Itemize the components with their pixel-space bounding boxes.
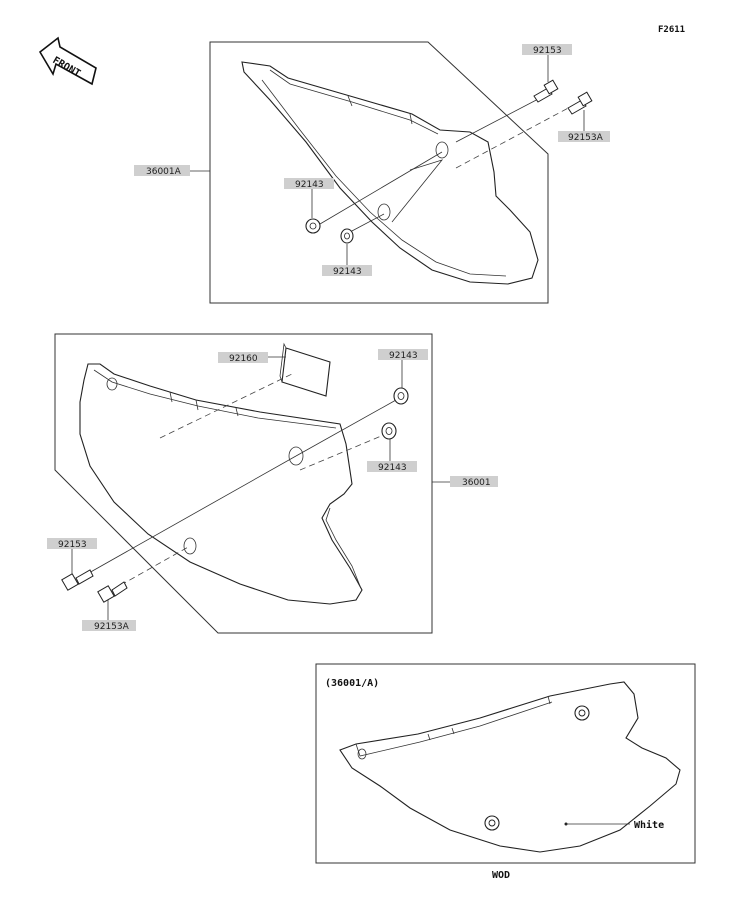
callout-92160: 92160 — [218, 352, 286, 364]
callout-36001a: 36001A — [134, 165, 210, 177]
svg-text:92143: 92143 — [389, 351, 418, 361]
front-arrow-icon: FRONT — [38, 36, 97, 86]
callout-92153-b: 92153 — [47, 538, 97, 574]
callout-92143-c: 92143 — [378, 349, 428, 388]
bolt-icon — [533, 79, 559, 103]
callout-92153a-b: 92153A — [82, 600, 136, 632]
svg-text:36001: 36001 — [462, 478, 491, 488]
detail-frame — [315, 663, 696, 864]
callout-92153a: 92153A — [558, 110, 610, 143]
washer-icon — [340, 228, 354, 244]
figure-code: F2611 — [658, 25, 685, 35]
color-note: White — [634, 819, 664, 831]
bolt-icon — [97, 581, 128, 603]
side-cover-36001a — [241, 61, 539, 285]
washer-icon — [381, 422, 397, 440]
svg-text:92153A: 92153A — [568, 133, 604, 143]
bolt-icon — [61, 569, 94, 591]
svg-text:36001A: 36001A — [146, 167, 182, 177]
detail-box: (36001/A) White — [315, 663, 696, 864]
detail-title: (36001/A) — [325, 678, 379, 689]
svg-text:92153: 92153 — [533, 46, 562, 56]
grommet-icon — [484, 815, 500, 831]
callout-92143-b: 92143 — [322, 244, 372, 277]
svg-text:92153: 92153 — [58, 540, 87, 550]
bolt-icon — [567, 91, 593, 115]
middle-frame — [54, 333, 433, 634]
callout-92143-a: 92143 — [284, 178, 334, 218]
washer-icon — [305, 218, 321, 234]
detail-side-cover — [339, 681, 681, 853]
top-frame — [209, 41, 549, 304]
svg-text:92143: 92143 — [333, 267, 362, 277]
svg-text:92143: 92143 — [378, 463, 407, 473]
side-cover-36001 — [79, 363, 363, 605]
middle-assembly: 92160 92143 92143 36001 92153 92153A — [47, 333, 498, 634]
callout-92143-d: 92143 — [367, 439, 417, 473]
svg-text:92153A: 92153A — [94, 622, 130, 632]
svg-text:92160: 92160 — [229, 354, 258, 364]
pad-icon — [279, 342, 331, 397]
callout-92153: 92153 — [522, 44, 572, 82]
svg-text:92143: 92143 — [295, 180, 324, 190]
washer-icon — [393, 387, 409, 405]
detail-footer: WOD — [492, 870, 510, 881]
callout-36001: 36001 — [432, 476, 498, 488]
top-assembly: 36001A 92153 92153A 92143 92143 — [134, 41, 610, 304]
grommet-icon — [574, 705, 590, 721]
